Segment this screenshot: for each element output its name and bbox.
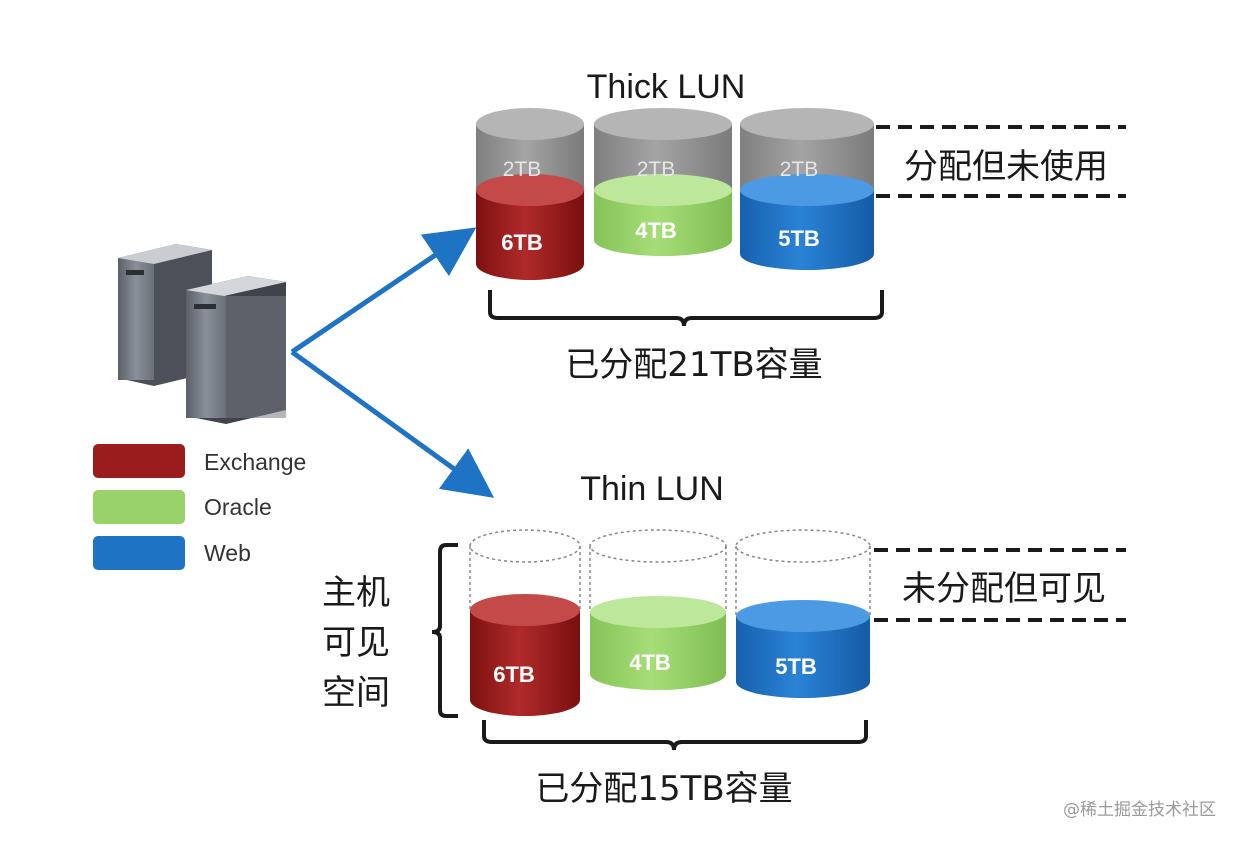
thin-cylinder-oracle: 4TB <box>589 529 727 690</box>
thick-unused-label: 分配但未使用 <box>904 147 1108 187</box>
thin-exchange-used-label: 6TB <box>493 662 535 687</box>
thick-exchange-used-label: 6TB <box>501 230 543 255</box>
host-visible-line-3: 空间 <box>322 673 390 713</box>
thick-cylinder-web: 2TB 5TB <box>740 108 874 270</box>
legend-label-web: Web <box>204 540 251 566</box>
legend: Exchange Oracle Web <box>93 444 306 570</box>
server-icon <box>118 244 286 424</box>
thin-total-brace: 已分配15TB容量 <box>482 720 868 809</box>
legend-label-exchange: Exchange <box>204 449 306 475</box>
thin-cylinder-web: 5TB <box>735 529 871 698</box>
host-visible-bracket: 主机 可见 空间 <box>322 543 458 718</box>
thick-total-brace: 已分配21TB容量 <box>488 290 884 385</box>
thick-cylinder-exchange: 2TB 6TB <box>476 108 584 280</box>
arrow-to-thick <box>290 227 477 355</box>
watermark: @稀土掘金技术社区 <box>1063 800 1216 820</box>
host-visible-line-2: 可见 <box>322 623 390 663</box>
thin-web-used-label: 5TB <box>775 654 817 679</box>
legend-item-oracle: Oracle <box>93 490 272 524</box>
thick-exchange-unused-label: 2TB <box>503 158 542 181</box>
thick-lun-title: Thick LUN <box>587 68 746 106</box>
thin-total-label: 已分配15TB容量 <box>535 769 792 809</box>
thin-unallocated-dashed-box: 未分配但可见 <box>874 548 1126 622</box>
thick-oracle-unused-label: 2TB <box>637 158 676 181</box>
server-icon-front <box>186 276 286 424</box>
thick-web-used-label: 5TB <box>778 226 820 251</box>
legend-label-oracle: Oracle <box>204 494 272 520</box>
thin-lun-title: Thin LUN <box>580 470 724 508</box>
legend-item-exchange: Exchange <box>93 444 306 478</box>
thick-web-unused-label: 2TB <box>780 158 819 181</box>
thin-unallocated-label: 未分配但可见 <box>902 569 1106 609</box>
host-visible-line-1: 主机 <box>322 573 390 613</box>
thick-cylinder-oracle: 2TB 4TB <box>594 108 732 256</box>
legend-item-web: Web <box>93 536 251 570</box>
thick-oracle-used-label: 4TB <box>635 218 677 243</box>
thin-cylinder-exchange: 6TB <box>469 529 581 716</box>
thick-total-label: 已分配21TB容量 <box>565 345 822 385</box>
arrow-to-thin <box>290 349 495 498</box>
thin-oracle-used-label: 4TB <box>629 650 671 675</box>
thick-unused-dashed-box: 分配但未使用 <box>876 125 1126 198</box>
